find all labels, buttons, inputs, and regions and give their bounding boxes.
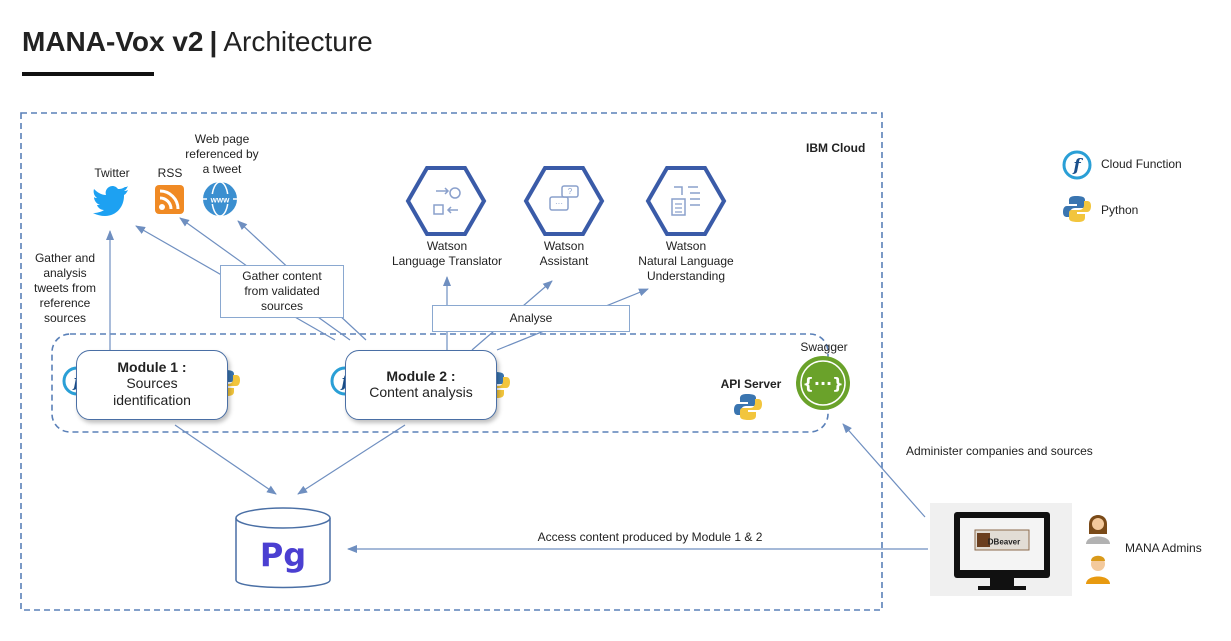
gather-content-line: sources — [260, 299, 304, 313]
watson-translator-icon — [405, 166, 487, 236]
ibm-cloud-label: IBM Cloud — [806, 141, 866, 155]
cloud-function-icon: f — [1062, 150, 1092, 180]
module-2-title: Module 2 : — [386, 368, 456, 384]
page-title: MANA-Vox v2|Architecture — [22, 26, 373, 58]
gather-tweets-label: Gather and analysis tweets from referenc… — [28, 251, 102, 326]
svg-text:?: ? — [568, 187, 573, 196]
gather-tweets-line: reference — [39, 296, 91, 310]
postgres-db-icon: Pg — [235, 507, 331, 589]
dbeaver-label: DBeaver — [988, 538, 1020, 547]
watson-assistant-icon: ? ··· — [523, 166, 605, 236]
twitter-icon — [93, 185, 128, 216]
postgres-label: Pg — [260, 536, 306, 574]
access-content-label: Access content produced by Module 1 & 2 — [537, 530, 763, 544]
gather-tweets-line: tweets from — [33, 281, 96, 295]
watson-nlu-line: Understanding — [646, 269, 726, 283]
svg-text:www: www — [210, 196, 230, 205]
gather-content-box: Gather content from validated sources — [220, 265, 344, 318]
module-1-box[interactable]: Module 1 : Sources identification — [76, 350, 228, 420]
module-1-line: identification — [113, 392, 191, 408]
watson-assistant-label: Watson Assistant — [524, 239, 604, 269]
modules-container — [51, 333, 829, 433]
ibm-cloud-boundary — [20, 112, 883, 611]
admin-computer-icon: DBeaver — [930, 503, 1072, 596]
module-2-box[interactable]: Module 2 : Content analysis — [345, 350, 497, 420]
gather-content-line: from validated — [244, 284, 320, 298]
legend-cloud-function-label: Cloud Function — [1101, 157, 1182, 171]
title-main: MANA-Vox v2 — [22, 26, 204, 57]
administer-label: Administer companies and sources — [906, 444, 1093, 458]
rss-label: RSS — [157, 166, 183, 180]
watson-nlu-label: Watson Natural Language Understanding — [626, 239, 746, 284]
mana-admins-label: MANA Admins — [1125, 541, 1202, 555]
title-underline — [22, 72, 154, 76]
arrow-admin-api — [842, 423, 926, 518]
svg-text:f: f — [1072, 156, 1083, 176]
svg-text:···: ··· — [555, 199, 563, 208]
module-1-title: Module 1 : — [117, 359, 187, 375]
swagger-glyph: {···} — [802, 374, 843, 393]
gather-tweets-line: analysis — [43, 266, 87, 280]
watson-nlu-icon — [645, 166, 727, 236]
watson-assistant-line: Watson — [543, 239, 585, 253]
arrow-module1-db — [174, 424, 277, 495]
swagger-label: Swagger — [800, 340, 848, 354]
gather-tweets-line: sources — [43, 311, 87, 325]
swagger-icon: {···} — [796, 356, 850, 410]
web-page-label: Web page referenced by a tweet — [180, 132, 264, 177]
analyse-box: Analyse — [432, 305, 630, 332]
python-icon — [734, 394, 762, 420]
watson-nlu-line: Natural Language — [638, 254, 734, 268]
gather-content-line: Gather content — [242, 269, 322, 283]
twitter-label: Twitter — [94, 166, 130, 180]
web-page-line: referenced by — [185, 147, 259, 161]
watson-assistant-line: Assistant — [539, 254, 589, 268]
api-server-label: API Server — [720, 377, 782, 391]
watson-translator-line: Watson — [426, 239, 468, 253]
watson-translator-line: Language Translator — [391, 254, 503, 268]
legend-python-label: Python — [1101, 203, 1139, 217]
admin-female-icon — [1086, 515, 1110, 544]
module-1-line: Sources — [126, 375, 178, 391]
rss-icon — [155, 185, 184, 214]
watson-nlu-line: Watson — [665, 239, 707, 253]
arrow-module2-db — [297, 424, 406, 495]
title-separator: | — [209, 26, 218, 57]
web-page-line: a tweet — [202, 162, 242, 176]
web-globe-icon: www — [203, 181, 237, 217]
module-2-line: Content analysis — [369, 384, 473, 400]
web-page-line: Web page — [194, 132, 250, 146]
title-sub: Architecture — [223, 26, 373, 57]
admin-male-icon — [1086, 555, 1110, 584]
gather-tweets-line: Gather and — [34, 251, 96, 265]
watson-translator-label: Watson Language Translator — [386, 239, 508, 269]
python-icon — [1063, 196, 1091, 222]
